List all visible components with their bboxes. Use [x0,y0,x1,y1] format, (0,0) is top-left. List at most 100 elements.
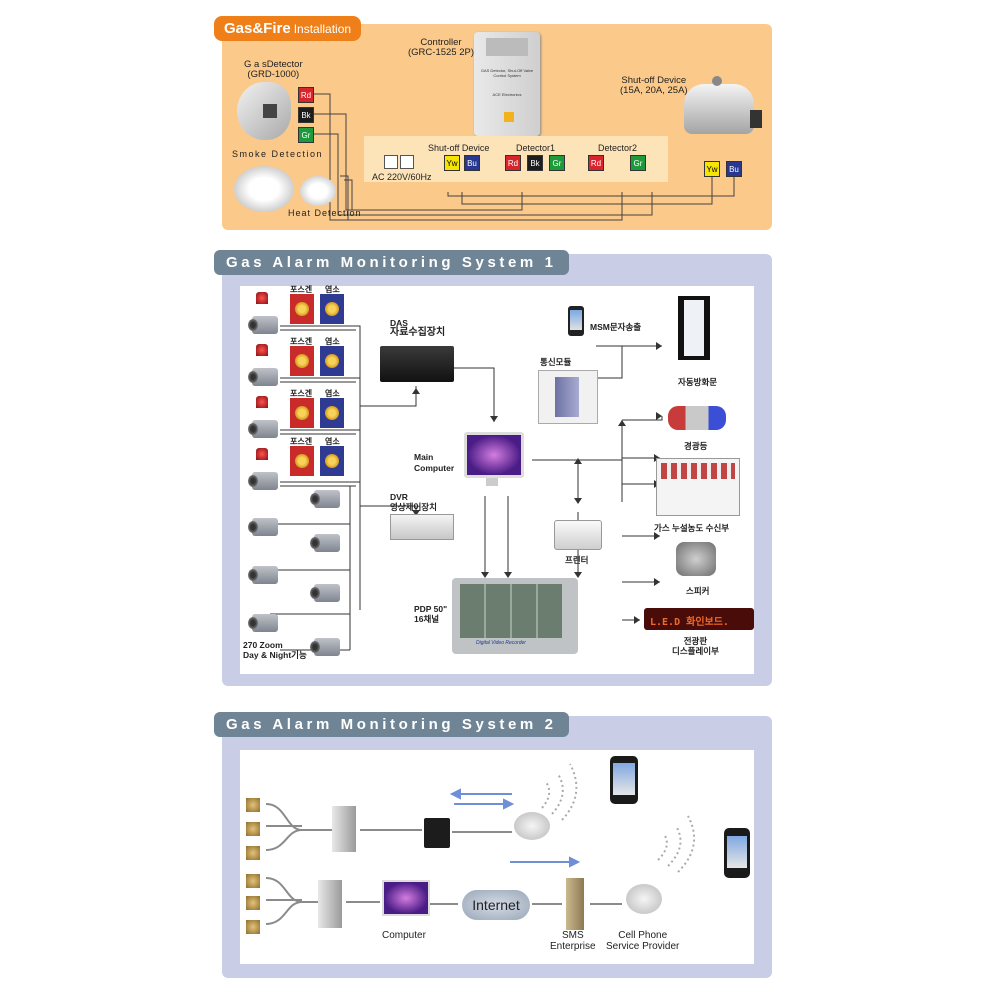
heat-detection-label: Heat Detection [288,208,362,218]
system2-diagram-area [240,750,754,964]
installation-wiring [314,93,735,221]
pdp-video-grid [460,584,562,638]
sensor-label-chlorine: 염소 [325,389,340,398]
das-unit-image [380,346,454,382]
gas-sensor-icon [246,896,260,910]
comm-module-server [555,377,579,417]
zoom-camera-label: 270 Zoom Day & Night기능 [243,640,307,660]
pdp-label: PDP 50" 16채널 [414,604,447,624]
terminal-shutoff-yw: Yw [444,155,460,171]
sms-label-1: SMS [561,930,584,941]
wire-rd-terminal: Rd [298,87,314,103]
pdp-screen-text: Digital Video Recorder [476,640,526,646]
gas-sensor-icon [246,846,260,860]
tab-title-gas-fire: Gas&Fire [224,20,291,37]
main-computer-monitor [464,432,524,478]
sms-label-2: Enterprise [550,941,596,952]
smoke-detection-label: Smoke Detection [232,149,324,159]
phone-icon [568,306,584,336]
beacon-light-image [668,406,726,430]
terminal-shutoff-bu: Bu [464,155,480,171]
gas-receiver-label: 가스 누설농도 수신부 [654,523,730,533]
zoom-label-line1: 270 Zoom [243,640,283,650]
tab-title-installation: Installation [293,22,352,36]
shutoff-device-knob [712,76,722,86]
camera-icon [248,420,278,438]
chlorine-sensor-icon [320,446,344,476]
camera-icon [310,638,340,656]
smartphone-screen [727,836,747,868]
chlorine-sensor-icon [320,294,344,324]
beacon-light-label: 경광등 [684,441,708,451]
sensor-label-phosgene: 포스겐 [290,389,313,398]
led-board-label: 전광판 디스플레이부 [672,636,719,656]
gas-detector-image [237,82,291,140]
controller-brand-text: ACE Electronics [492,92,522,97]
gas-sensor-icon [246,920,260,934]
pdp-label-2: 16채널 [414,614,440,624]
computer-label: Computer [382,930,426,941]
das-label-kr: 자료수집장치 [390,327,446,338]
computer-icon [382,880,430,916]
system2-wiring [265,763,695,925]
smartphone-screen [613,763,635,795]
led-board-label-1: 전광판 [683,636,708,646]
shutoff-yw-terminal: Yw [704,161,720,177]
shutoff-device-label: Shut-off Device (15A, 20A, 25A) [620,76,688,96]
cell-label-1: Cell Phone [618,930,668,941]
internet-label: Internet [472,897,520,913]
cell-provider-label: Cell Phone Service Provider [606,930,679,952]
gas-sensor-icon [246,874,260,888]
phosgene-sensor-icon [290,294,314,324]
server-icon [318,880,342,928]
sensor-label-chlorine: 염소 [325,437,340,446]
controller-display [486,38,528,56]
wire-gr-terminal: Gr [298,127,314,143]
sensor-label-phosgene: 포스겐 [290,285,313,294]
dvr-label-kr: 영상제어장치 [390,502,437,512]
dvr-label-en: DVR [390,492,408,502]
sms-enterprise-icon [566,878,584,930]
main-computer-stand [486,478,498,486]
fire-door-panel [684,300,704,356]
sensor-label-phosgene: 포스겐 [290,337,313,346]
heat-detector-image [300,176,336,206]
controller-label: Controller (GRC-1525 2P) [408,38,474,58]
phosgene-sensor-icon [290,398,314,428]
das-label: DAS 자료수집장치 [390,318,445,338]
led-board-label-2: 디스플레이부 [672,646,719,656]
warning-beacon-icon [256,344,268,356]
led-board-image: L.E.D 화인보드. [644,608,754,630]
controller-model: (GRC-1525 2P) [408,47,474,58]
main-computer-label-2: Computer [414,463,455,473]
gas-sensor-icon [246,822,260,836]
controller-logo-icon [504,112,514,122]
terminal-det1-bk: Bk [527,155,543,171]
chlorine-sensor-icon [320,398,344,428]
power-socket-left [384,155,398,169]
terminal-detector1-label: Detector1 [516,143,556,153]
gas-detector-label: G a sDetector (GRD-1000) [244,60,303,80]
router-icon [424,818,450,848]
shutoff-device-image [684,76,762,134]
cell-label-2: Service Provider [606,941,680,952]
warning-beacon-icon [256,448,268,460]
controller-image: GAS Detector, Shut-Off Valve Control Sys… [474,32,540,136]
gas-receiver-indicators [661,463,735,479]
das-label-en: DAS [390,318,408,328]
pdp-label-1: PDP 50" [414,604,448,614]
smoke-detector-image [234,166,294,212]
gas-receiver-image [656,458,740,516]
camera-icon [310,584,340,602]
phone-screen [570,310,582,330]
comm-module-frame [538,370,598,424]
power-socket-right [400,155,414,169]
system1-tab: Gas Alarm Monitoring System 1 [214,250,569,275]
gas-sensor-icon [246,798,260,812]
camera-icon [248,518,278,536]
terminal-shutoff-label: Shut-off Device [428,143,490,153]
phosgene-sensor-icon [290,446,314,476]
satellite-dish-icon [514,812,550,840]
sensor-label-chlorine: 염소 [325,337,340,346]
